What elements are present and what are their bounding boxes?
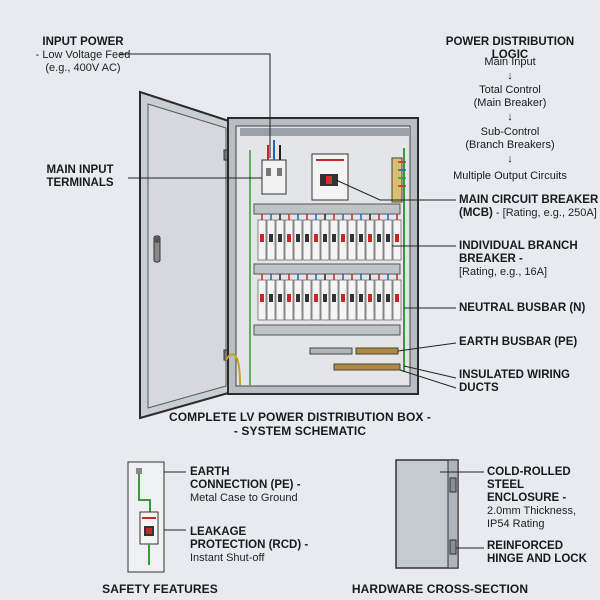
mcb-rating: - [Rating, e.g., 250A] bbox=[492, 207, 597, 219]
breaker-toggle bbox=[260, 234, 264, 242]
logic-title: POWER DISTRIBUTION LOGIC bbox=[445, 36, 575, 61]
mcb-line1: MAIN CIRCUIT BREAKER bbox=[459, 194, 599, 206]
main-input-line2: TERMINALS bbox=[46, 177, 114, 189]
breaker-toggle bbox=[359, 294, 363, 302]
main-input-terminals bbox=[261, 140, 287, 195]
leakage-line1: LEAKAGE bbox=[190, 526, 247, 538]
logic-step-sub-control: Sub-Control bbox=[480, 126, 540, 138]
enclosure-line2: STEEL ENCLOSURE - bbox=[487, 479, 567, 504]
main-input-line1: MAIN INPUT bbox=[46, 164, 114, 176]
lock-icon bbox=[449, 539, 457, 555]
input-power-label: INPUT POWER - Low Voltage Feed (e.g., 40… bbox=[18, 36, 148, 75]
breaker-toggle bbox=[386, 294, 390, 302]
breaker-toggle bbox=[377, 294, 381, 302]
logic-step-branch-breakers: (Branch Breakers) bbox=[465, 139, 555, 151]
logic-step-main-input: Main Input bbox=[484, 56, 536, 68]
main-caption-line2: - SYSTEM SCHEMATIC bbox=[233, 424, 367, 438]
ducts-line1: INSULATED WIRING bbox=[459, 369, 570, 381]
breaker-toggle bbox=[332, 234, 336, 242]
ducts-label: INSULATED WIRING DUCTS bbox=[459, 369, 599, 395]
breaker-toggle bbox=[305, 294, 309, 302]
wiring-duct-middle bbox=[253, 263, 401, 275]
earth-connection-label: EARTH CONNECTION (PE) - Metal Case to Gr… bbox=[190, 466, 320, 505]
hinge-line1: REINFORCED bbox=[487, 540, 564, 552]
breaker-toggle bbox=[323, 294, 327, 302]
logic-arrow-1: ↓ bbox=[507, 70, 513, 82]
breaker-toggle bbox=[314, 294, 318, 302]
breaker-toggle bbox=[377, 234, 381, 242]
hinge-line2: HINGE AND LOCK bbox=[487, 553, 587, 565]
wiring-duct-top bbox=[253, 203, 401, 215]
earth-conn-line3: Metal Case to Ground bbox=[190, 492, 298, 504]
breaker-toggle bbox=[350, 294, 354, 302]
hardware-detail bbox=[395, 459, 484, 569]
breaker-toggle bbox=[296, 234, 300, 242]
leakage-line3: Instant Shut-off bbox=[190, 552, 265, 564]
neutral-busbar-label: NEUTRAL BUSBAR (N) bbox=[459, 302, 586, 314]
breaker-toggle bbox=[287, 234, 291, 242]
breaker-toggle bbox=[323, 234, 327, 242]
leakage-label: LEAKAGE PROTECTION (RCD) - Instant Shut-… bbox=[190, 526, 320, 565]
main-caption: COMPLETE LV POWER DISTRIBUTION BOX - - S… bbox=[150, 410, 450, 438]
main-input-label: MAIN INPUT TERMINALS bbox=[30, 164, 130, 190]
input-power-title: INPUT POWER bbox=[42, 36, 124, 48]
logic-arrow-3: ↓ bbox=[507, 153, 513, 165]
breaker-toggle bbox=[350, 234, 354, 242]
breaker-toggle bbox=[395, 294, 399, 302]
cabinet-door bbox=[139, 90, 233, 420]
ducts-line2: DUCTS bbox=[459, 382, 499, 394]
earth-busbar-label: EARTH BUSBAR (PE) bbox=[459, 336, 578, 348]
branch-label: INDIVIDUAL BRANCH BREAKER - [Rating, e.g… bbox=[459, 240, 599, 279]
main-caption-line1: COMPLETE LV POWER DISTRIBUTION BOX - bbox=[168, 410, 432, 424]
breaker-toggle bbox=[314, 234, 318, 242]
breaker-toggle bbox=[332, 294, 336, 302]
breaker-toggle bbox=[341, 234, 345, 242]
breaker-toggle bbox=[386, 234, 390, 242]
hinge-label: REINFORCED HINGE AND LOCK bbox=[487, 540, 599, 566]
breaker-toggle bbox=[359, 234, 363, 242]
terminal-column bbox=[391, 157, 406, 203]
logic-step-total-control: Total Control bbox=[479, 84, 541, 96]
enclosure-line4: IP54 Rating bbox=[487, 518, 545, 530]
earth-conn-line2: CONNECTION (PE) - bbox=[190, 479, 301, 491]
hinge-icon bbox=[449, 477, 457, 493]
input-power-line2: (e.g., 400V AC) bbox=[45, 62, 121, 74]
leakage-line2: PROTECTION (RCD) - bbox=[190, 539, 309, 551]
branch-line1: INDIVIDUAL BRANCH bbox=[459, 240, 578, 252]
mcb-label: MAIN CIRCUIT BREAKER (MCB) - [Rating, e.… bbox=[459, 194, 599, 220]
breaker-toggle bbox=[305, 234, 309, 242]
branch-breaker-rows bbox=[257, 214, 402, 321]
branch-line2: BREAKER - bbox=[459, 253, 523, 265]
breaker-toggle bbox=[260, 294, 264, 302]
logic-step-outputs: Multiple Output Circuits bbox=[453, 170, 567, 182]
logic-arrow-2: ↓ bbox=[507, 111, 513, 123]
breaker-toggle bbox=[368, 234, 372, 242]
main-circuit-breaker bbox=[311, 153, 349, 201]
leader-lines bbox=[120, 53, 457, 389]
breaker-toggle bbox=[278, 294, 282, 302]
neutral-busbar bbox=[309, 347, 353, 355]
hardware-caption: HARDWARE CROSS-SECTION bbox=[351, 582, 529, 596]
input-power-line1: - Low Voltage Feed bbox=[35, 49, 131, 61]
breaker-toggle bbox=[296, 294, 300, 302]
earth-conn-line1: EARTH bbox=[190, 466, 230, 478]
breaker-toggle bbox=[278, 234, 282, 242]
enclosure-line1: COLD-ROLLED bbox=[487, 466, 571, 478]
wiring-duct-bottom bbox=[253, 324, 401, 336]
breaker-toggle bbox=[368, 294, 372, 302]
breaker-toggle bbox=[287, 294, 291, 302]
breaker-toggle bbox=[341, 294, 345, 302]
logic-step-main-breaker: (Main Breaker) bbox=[473, 97, 547, 109]
safety-caption: SAFETY FEATURES bbox=[102, 582, 218, 596]
breaker-toggle bbox=[269, 294, 273, 302]
breaker-toggle bbox=[269, 234, 273, 242]
safety-detail bbox=[127, 461, 186, 573]
branch-rating: [Rating, e.g., 16A] bbox=[459, 266, 548, 278]
enclosure-label: COLD-ROLLED STEEL ENCLOSURE - 2.0mm Thic… bbox=[487, 466, 599, 531]
mcb-abbrev: (MCB) bbox=[459, 207, 493, 219]
enclosure-line3: 2.0mm Thickness, bbox=[487, 505, 577, 517]
breaker-toggle bbox=[395, 234, 399, 242]
